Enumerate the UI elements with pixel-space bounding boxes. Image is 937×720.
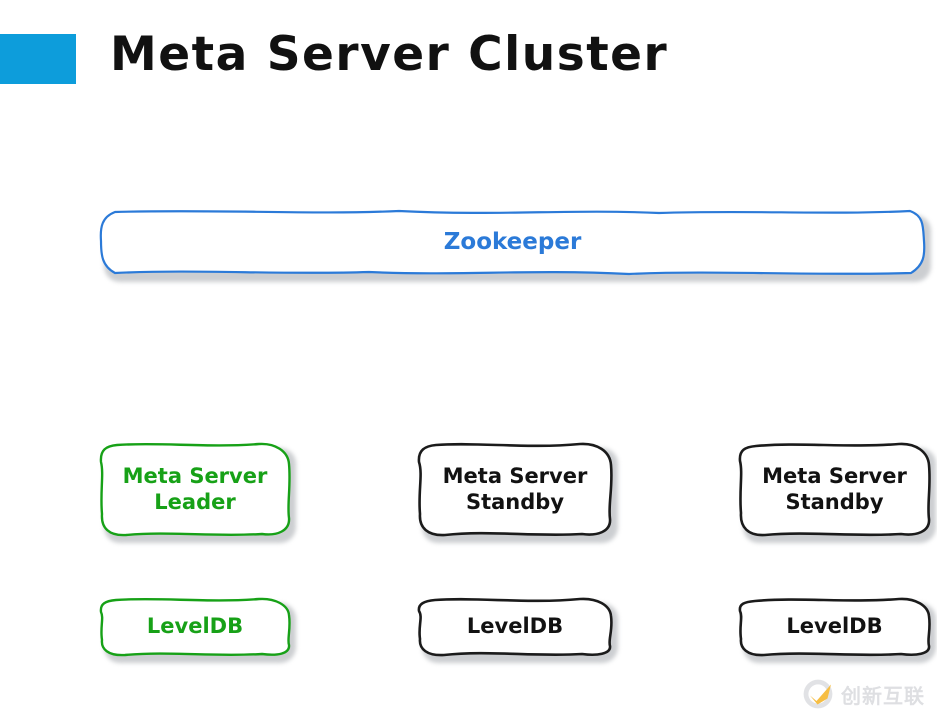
node-leveldb-2[interactable]: LevelDB bbox=[417, 597, 618, 663]
node-meta-server-standby-1[interactable]: Meta Server Standby bbox=[417, 442, 618, 543]
node-zookeeper[interactable]: Zookeeper bbox=[99, 209, 931, 282]
sketch-border-green bbox=[99, 442, 291, 537]
sketch-border-blue bbox=[99, 209, 926, 276]
node-meta-server-leader-label: Meta Server Leader bbox=[122, 463, 268, 514]
node-meta-server-standby-1-label: Meta Server Standby bbox=[442, 463, 588, 514]
node-leveldb-1-label: LevelDB bbox=[146, 614, 244, 639]
node-leveldb-3-label: LevelDB bbox=[786, 614, 883, 639]
node-leveldb-3[interactable]: LevelDB bbox=[738, 597, 936, 663]
node-leveldb-1[interactable]: LevelDB bbox=[99, 597, 296, 663]
node-leveldb-2-label: LevelDB bbox=[466, 614, 564, 639]
node-meta-server-standby-2-label: Meta Server Standby bbox=[762, 463, 907, 514]
sketch-border-green bbox=[99, 597, 291, 657]
node-zookeeper-label: Zookeeper bbox=[443, 229, 582, 256]
sketch-border-black bbox=[738, 597, 931, 657]
watermark: 创新互联 bbox=[801, 676, 931, 716]
title-accent-block bbox=[0, 34, 76, 84]
sketch-border-black bbox=[417, 442, 613, 537]
sketch-border-black bbox=[417, 597, 613, 657]
circle-swoosh-logo-icon bbox=[801, 677, 835, 715]
watermark-text: 创新互联 bbox=[841, 684, 925, 708]
sketch-border-black bbox=[738, 442, 931, 537]
page-title: Meta Server Cluster bbox=[110, 27, 669, 82]
node-meta-server-leader[interactable]: Meta Server Leader bbox=[99, 442, 296, 543]
node-meta-server-standby-2[interactable]: Meta Server Standby bbox=[738, 442, 936, 543]
